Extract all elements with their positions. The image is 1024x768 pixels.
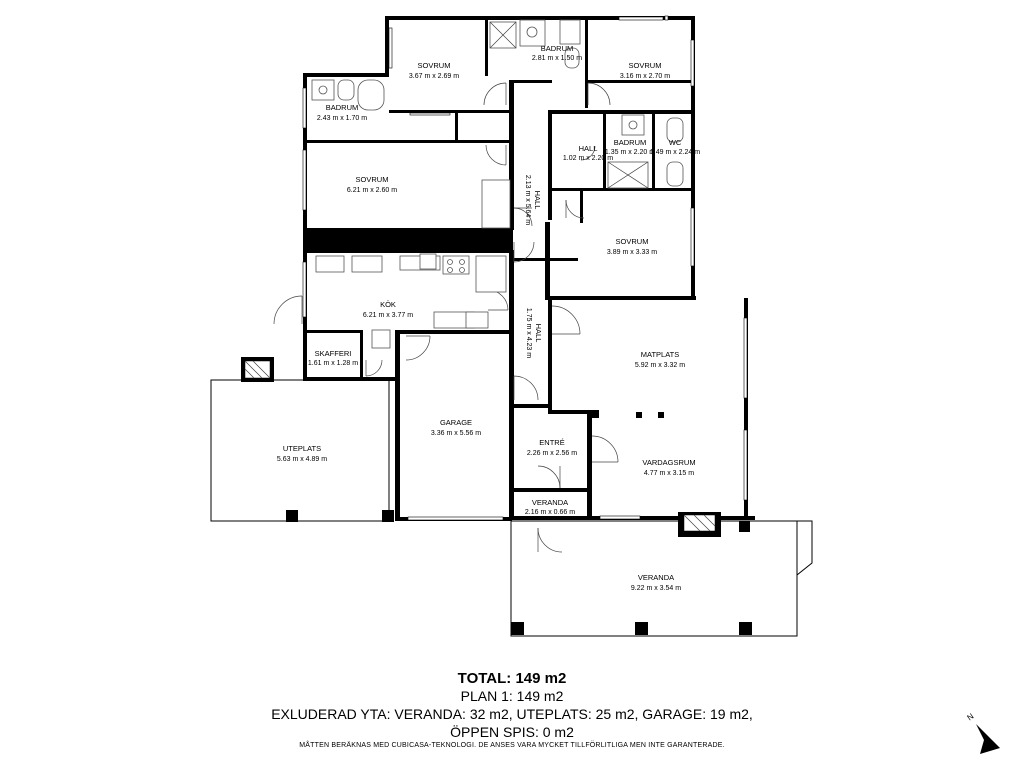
room-sovrum-4: SOVRUM — [616, 237, 649, 246]
room-uteplats-dim: 5.63 m x 4.89 m — [277, 456, 327, 463]
room-garage-dim: 3.36 m x 5.56 m — [431, 430, 481, 437]
room-badrum-3-dim: 1.35 m x 2.20 m — [605, 149, 655, 156]
room-badrum-2: BADRUM — [326, 103, 359, 112]
room-wc-dim: 1.49 m x 2.24 m — [650, 149, 700, 156]
room-badrum-1: BADRUM — [541, 44, 574, 53]
room-vardagsrum-dim: 4.77 m x 3.15 m — [644, 470, 694, 477]
room-hall-vertical-1-dim: 2.13 m x 5.64 m — [524, 175, 531, 225]
total-value: 149 m2 — [515, 670, 567, 687]
room-hall-vertical-2: HALL — [534, 324, 543, 343]
room-hall-small-dim: 1.02 m x 2.20 m — [563, 155, 613, 162]
exterior-walls — [241, 16, 755, 537]
room-matplats: MATPLATS — [641, 350, 679, 359]
north-label: N — [965, 712, 975, 723]
excluded-area: EXLUDERAD YTA: VERANDA: 32 m2, UTEPLATS:… — [271, 706, 753, 722]
plan-area: PLAN 1: 149 m2 — [460, 688, 564, 704]
room-entre-dim: 2.26 m x 2.56 m — [527, 450, 577, 457]
room-garage: GARAGE — [440, 418, 472, 427]
room-sovrum-1: SOVRUM — [418, 61, 451, 70]
uteplats-area — [210, 379, 390, 522]
windows — [302, 15, 748, 521]
room-wc: WC — [669, 138, 682, 147]
floor-plan: SOVRUM 3.67 m x 2.69 m BADRUM 2.81 m x 1… — [210, 15, 813, 637]
room-sovrum-3-dim: 6.21 m x 2.60 m — [347, 187, 397, 194]
room-veranda-1-dim: 2.16 m x 0.66 m — [525, 509, 575, 516]
room-vardagsrum: VARDAGSRUM — [642, 458, 695, 467]
north-arrow-icon: N — [965, 712, 1000, 754]
room-veranda-2: VERANDA — [638, 573, 674, 582]
room-sovrum-2: SOVRUM — [629, 61, 662, 70]
disclaimer: MÅTTEN BERÄKNAS MED CUBICASA-TEKNOLOGI. … — [299, 742, 725, 749]
room-hall-vertical-2-dim: 1.75 m x 4.23 m — [525, 308, 532, 358]
room-sovrum-1-dim: 3.67 m x 2.69 m — [409, 73, 459, 80]
room-veranda-1: VERANDA — [532, 498, 568, 507]
fixtures — [311, 19, 684, 349]
total-label: TOTAL: — [457, 670, 512, 687]
open-hearth-area: ÖPPEN SPIS: 0 m2 — [450, 724, 574, 740]
room-hall-small: HALL — [579, 144, 598, 153]
room-skafferi-dim: 1.61 m x 1.28 m — [308, 360, 358, 367]
room-sovrum-4-dim: 3.89 m x 3.33 m — [607, 249, 657, 256]
room-kok-dim: 6.21 m x 3.77 m — [363, 312, 413, 319]
room-uteplats: UTEPLATS — [283, 444, 321, 453]
room-sovrum-3: SOVRUM — [356, 175, 389, 184]
room-kok: KÖK — [380, 300, 396, 309]
room-veranda-2-dim: 9.22 m x 3.54 m — [631, 585, 681, 592]
room-entre: ENTRÉ — [539, 438, 564, 447]
room-hall-vertical-1: HALL — [533, 191, 542, 210]
room-badrum-1-dim: 2.81 m x 1.50 m — [532, 55, 582, 62]
room-skafferi: SKAFFERI — [315, 349, 352, 358]
fireplace-hatch — [244, 360, 716, 532]
room-badrum-3: BADRUM — [614, 138, 647, 147]
room-badrum-2-dim: 2.43 m x 1.70 m — [317, 115, 367, 122]
total-area: TOTAL: 149 m2 — [0, 670, 1024, 687]
room-matplats-dim: 5.92 m x 3.32 m — [635, 362, 685, 369]
room-sovrum-2-dim: 3.16 m x 2.70 m — [620, 73, 670, 80]
